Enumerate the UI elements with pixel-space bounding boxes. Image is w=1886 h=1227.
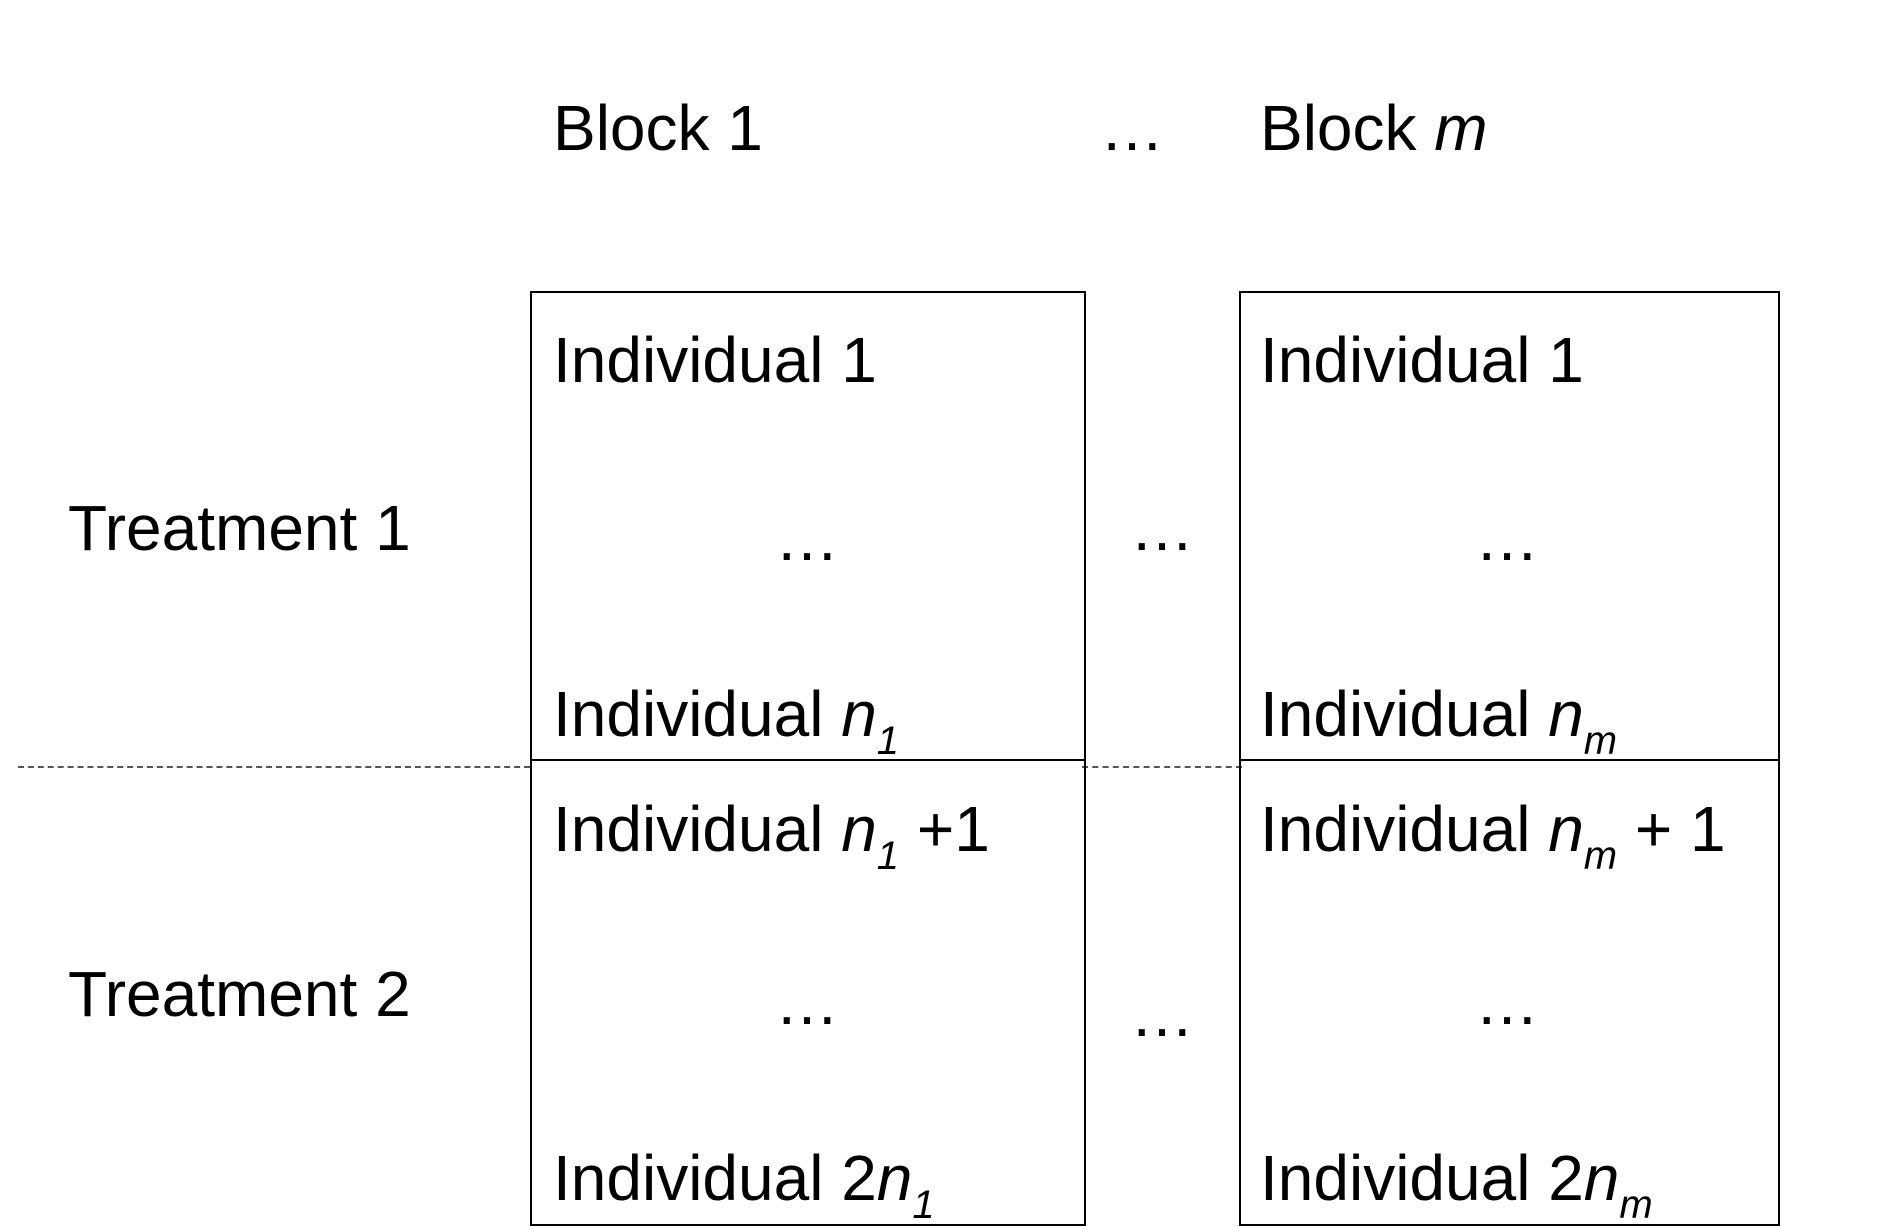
between-blocks-t1-ellipsis-text: … [1130, 492, 1194, 564]
block-1-t2-last-prefix: Individual 2 [553, 1142, 877, 1214]
block-m-t2-ellipsis: … [1475, 970, 1539, 1034]
block-1-t2-ellipsis-text: … [775, 966, 839, 1038]
treatment-1-label-text: Treatment 1 [68, 492, 411, 564]
block-1-t1-last-prefix: Individual [553, 678, 842, 750]
block-m-t1-ellipsis-text: … [1475, 502, 1539, 574]
treatment-2-label-text: Treatment 2 [68, 958, 411, 1030]
between-blocks-t2-ellipsis: … [1130, 982, 1194, 1046]
between-blocks-t1-ellipsis: … [1130, 496, 1194, 560]
block-m-t1-last-var: n [1548, 678, 1584, 750]
treatment-separator-middle [1082, 766, 1242, 768]
block-m-t2-last-prefix: Individual 2 [1260, 1142, 1584, 1214]
block-1-t1-last-individual: Individual n1 [553, 682, 899, 761]
block-1-t2-first-sub: 1 [876, 834, 900, 878]
block-1-t2-ellipsis: … [775, 970, 839, 1034]
block-1-t2-last-individual: Individual 2n1 [553, 1146, 935, 1225]
block-1-header-text: Block 1 [553, 92, 763, 164]
block-m-header: Block m [1260, 96, 1488, 160]
block-1-t2-last-sub: 1 [912, 1183, 935, 1227]
treatment-1-label: Treatment 1 [68, 496, 411, 560]
block-m-t1-last-sub: m [1583, 719, 1618, 763]
block-m-t1-last-individual: Individual nm [1260, 682, 1617, 761]
block-m-t1-first-text: Individual 1 [1260, 324, 1584, 396]
block-1-t2-first-individual: Individual n1 +1 [553, 797, 990, 876]
block-m-t2-first-individual: Individual nm + 1 [1260, 797, 1726, 876]
treatment-separator-left [18, 766, 530, 768]
block-1-t1-last-sub: 1 [876, 719, 900, 763]
block-m-t2-ellipsis-text: … [1475, 966, 1539, 1038]
block-m-t2-first-prefix: Individual [1260, 793, 1549, 865]
block-header-ellipsis-text: … [1100, 92, 1164, 164]
block-1-header: Block 1 [553, 96, 763, 160]
between-blocks-t2-ellipsis-text: … [1130, 978, 1194, 1050]
treatment-2-label: Treatment 2 [68, 962, 411, 1026]
block-m-header-var: m [1434, 92, 1488, 164]
block-1-t1-ellipsis-text: … [775, 502, 839, 574]
block-1-t1-last-var: n [841, 678, 877, 750]
block-1-t2-first-suffix: +1 [899, 793, 990, 865]
block-m-t2-first-sub: m [1583, 834, 1618, 878]
block-m-t2-last-sub: m [1619, 1183, 1653, 1227]
block-m-t1-last-prefix: Individual [1260, 678, 1549, 750]
block-m-t1-ellipsis: … [1475, 506, 1539, 570]
block-m-treatment-divider [1239, 759, 1780, 761]
block-m-t2-last-var: n [1583, 1142, 1620, 1214]
block-1-t1-first-individual: Individual 1 [553, 328, 877, 392]
block-1-t2-first-var: n [841, 793, 877, 865]
block-m-t2-first-var: n [1548, 793, 1584, 865]
block-m-t2-first-suffix: + 1 [1617, 793, 1726, 865]
block-m-t2-last-individual: Individual 2nm [1260, 1146, 1653, 1225]
block-m-header-prefix: Block [1260, 92, 1435, 164]
block-1-t2-last-var: n [876, 1142, 913, 1214]
block-1-t2-first-prefix: Individual [553, 793, 842, 865]
block-m-t1-first-individual: Individual 1 [1260, 328, 1584, 392]
block-1-t1-first-text: Individual 1 [553, 324, 877, 396]
block-1-t1-ellipsis: … [775, 506, 839, 570]
block-header-ellipsis: … [1100, 96, 1164, 160]
block-1-treatment-divider [530, 759, 1086, 761]
